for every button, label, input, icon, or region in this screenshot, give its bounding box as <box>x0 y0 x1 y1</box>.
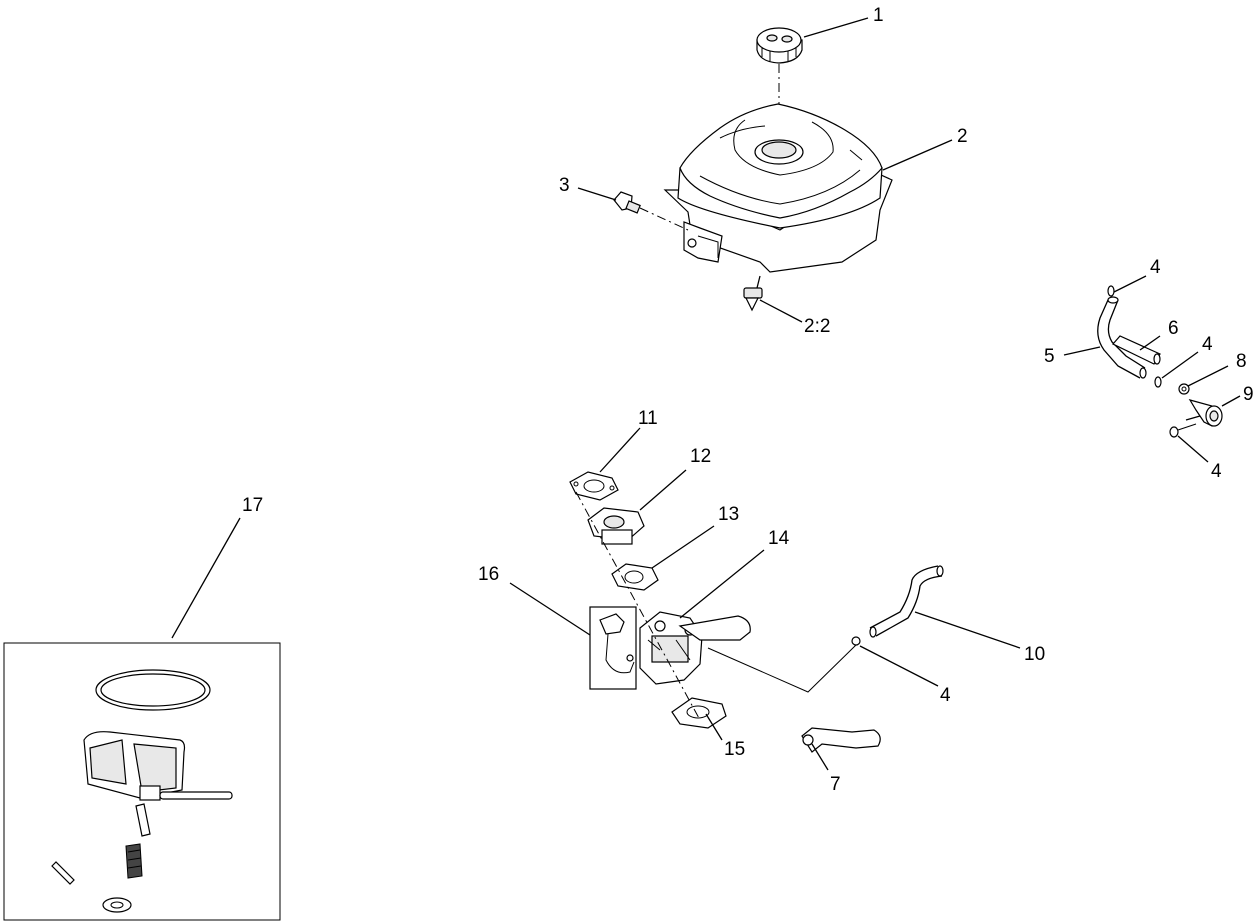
callout-3: 3 <box>559 175 570 196</box>
fuel-line-assembly <box>1097 285 1223 438</box>
tank-fitting <box>743 275 763 312</box>
fuel-line-10 <box>707 565 944 693</box>
callout-15: 15 <box>724 739 745 760</box>
callout-4-lower: 4 <box>1211 461 1222 482</box>
leader-lines <box>171 17 1241 771</box>
callout-17: 17 <box>242 495 263 516</box>
callout-7: 7 <box>830 774 841 795</box>
control-lever <box>801 727 881 753</box>
callout-1: 1 <box>873 5 884 26</box>
callout-14: 14 <box>768 528 790 549</box>
air-filter-assembly <box>51 669 233 913</box>
carburetor-stack <box>569 471 751 729</box>
callout-11: 11 <box>638 408 658 429</box>
fuel-cap <box>756 27 803 64</box>
bolt <box>613 191 641 214</box>
callout-10: 10 <box>1024 644 1045 665</box>
callout-4-middle: 4 <box>1202 334 1213 355</box>
callout-2: 2 <box>957 126 968 147</box>
callout-8: 8 <box>1236 351 1247 372</box>
callout-16: 16 <box>478 564 499 585</box>
callout-12: 12 <box>690 446 711 467</box>
callout-6: 6 <box>1168 318 1179 339</box>
callout-4-upper: 4 <box>1150 257 1161 278</box>
callout-9: 9 <box>1243 384 1254 405</box>
bolt-centerline <box>639 207 689 231</box>
callout-2-2: 2:2 <box>804 316 830 337</box>
callout-4-right: 4 <box>940 685 951 706</box>
fuel-tank <box>663 103 893 273</box>
callout-5: 5 <box>1044 346 1055 367</box>
carb-centerline <box>575 491 701 721</box>
callout-13: 13 <box>718 504 739 525</box>
